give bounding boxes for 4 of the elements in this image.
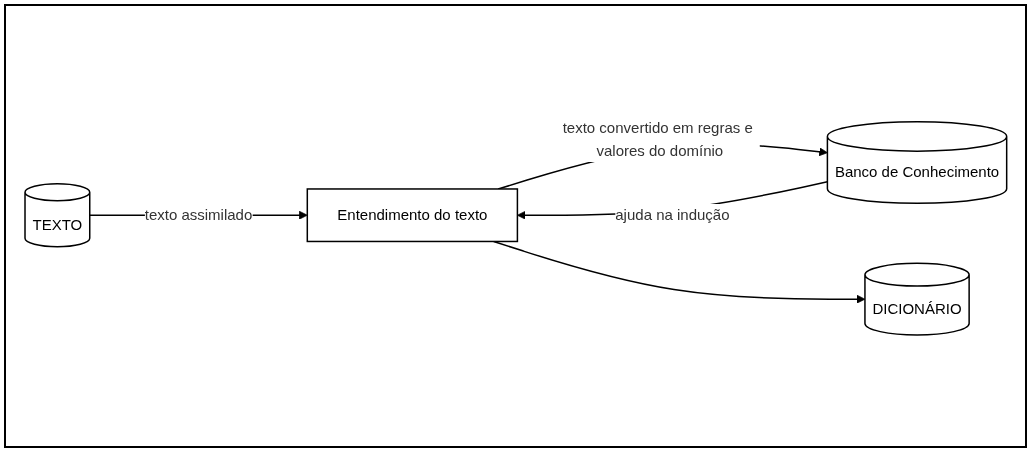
edge-label: ajuda na indução bbox=[614, 205, 730, 223]
edge-label: texto assimilado bbox=[144, 205, 252, 223]
node-box: Entendimento do texto bbox=[306, 188, 518, 243]
edge-label: texto convertido em regras e valores do domínio bbox=[562, 119, 753, 159]
